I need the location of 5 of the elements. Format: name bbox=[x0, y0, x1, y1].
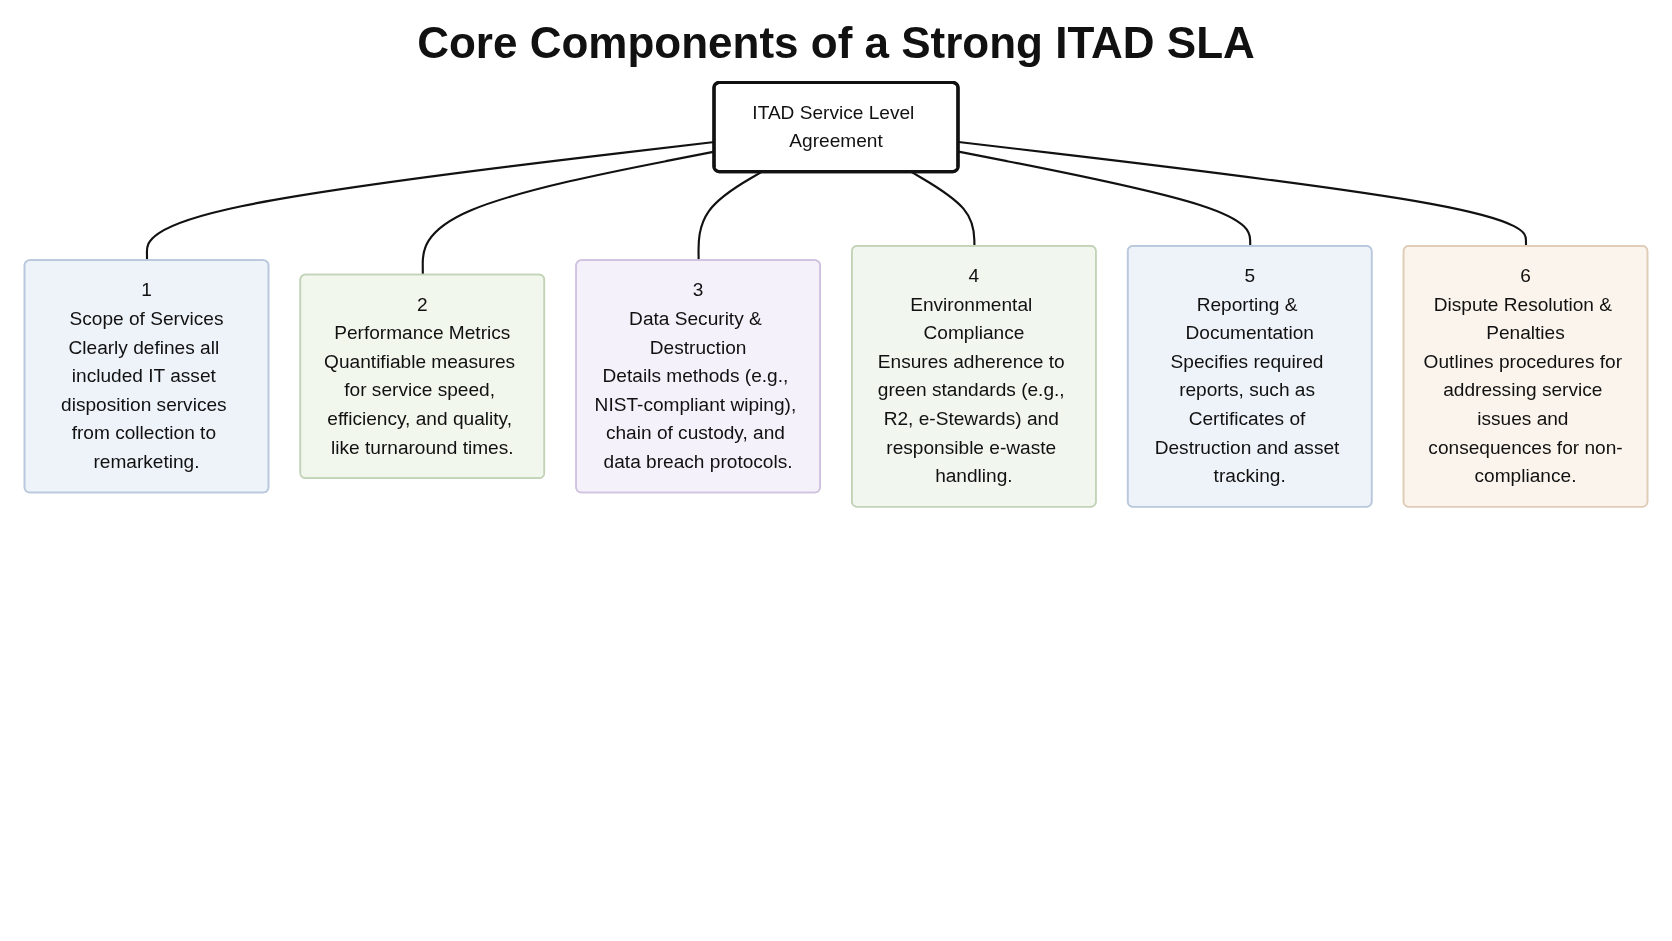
diagram-title: Core Components of a Strong ITAD SLA bbox=[417, 18, 1255, 68]
connector bbox=[911, 171, 976, 247]
connector bbox=[958, 150, 1252, 247]
connector bbox=[958, 140, 1528, 247]
connector bbox=[697, 171, 762, 261]
